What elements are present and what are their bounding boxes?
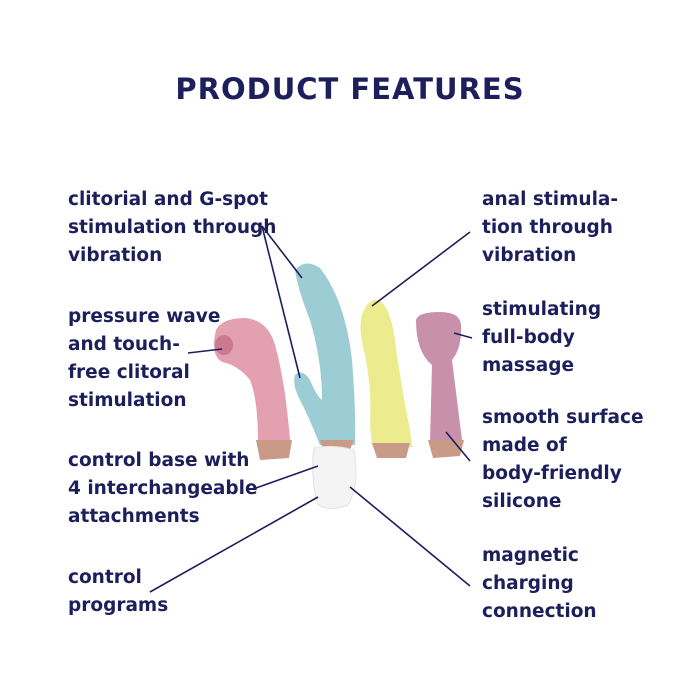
callout-lines xyxy=(149,225,473,593)
page-title: PRODUCT FEATURES xyxy=(175,72,525,106)
feature-g-spot: clitorial and G-spot stimulation through… xyxy=(68,189,277,266)
feature-pressure-wave: pressure wave and touch- free clitoral s… xyxy=(68,306,221,411)
feature-anal-stimulation: anal stimula- tion through vibration xyxy=(482,189,619,266)
blue-rabbit-attachment xyxy=(294,263,356,452)
feature-full-body-massage: stimulating full-body massage xyxy=(482,299,602,376)
white-control-base xyxy=(312,445,357,509)
yellow-anal-attachment xyxy=(360,299,412,458)
feature-control-base: control base with 4 interchangeable atta… xyxy=(68,450,258,527)
feature-magnetic-charging: magnetic charging connection xyxy=(482,545,597,622)
purple-massage-attachment xyxy=(416,312,464,458)
feature-control-programs: control programs xyxy=(68,567,169,616)
pink-pressure-wave-attachment xyxy=(214,318,292,460)
feature-silicone: smooth surface made of body-friendly sil… xyxy=(482,407,644,512)
